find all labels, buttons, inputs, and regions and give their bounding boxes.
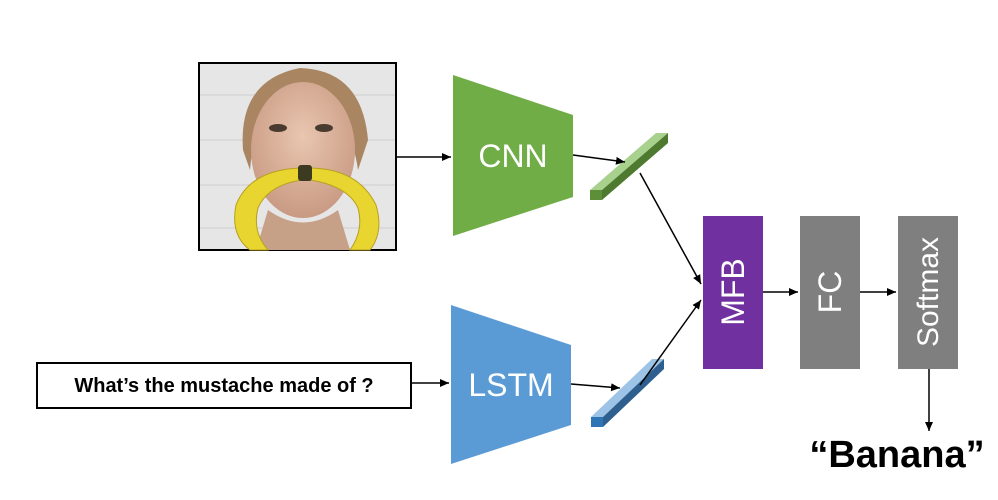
lstm-trapezoid — [451, 305, 571, 464]
softmax-module: Softmax — [898, 216, 958, 369]
fc-label: FC — [812, 271, 848, 314]
input-image — [198, 62, 397, 251]
mfb-label: MFB — [715, 258, 751, 326]
face-shape — [251, 82, 355, 218]
question-feature-vector — [591, 359, 664, 427]
cnn-label: CNN — [478, 138, 547, 174]
softmax-box — [898, 216, 958, 369]
banana-stems — [298, 165, 312, 181]
arrow-lstm-to-vector — [570, 383, 621, 392]
hair-shape — [242, 68, 368, 170]
arrow-cnn-to-vector — [572, 154, 626, 165]
banana-left — [234, 167, 303, 251]
cnn-module: CNN — [453, 75, 573, 236]
lstm-label: LSTM — [468, 367, 553, 403]
softmax-label: Softmax — [912, 237, 945, 347]
cnn-trapezoid — [453, 75, 573, 236]
mfb-box — [703, 216, 763, 369]
banana-right — [307, 167, 380, 251]
image-feature-vector — [590, 133, 668, 200]
lstm-module: LSTM — [451, 305, 571, 464]
mfb-module: MFB — [703, 216, 763, 369]
left-eye — [269, 124, 287, 132]
question-box: What’s the mustache made of ? — [36, 362, 412, 409]
answer-text: “Banana” — [809, 434, 984, 476]
arrow-question-vector-to-mfb — [639, 299, 702, 386]
neck-shape — [256, 210, 350, 250]
fc-box — [800, 216, 860, 369]
arrow-image-vector-to-mfb — [639, 172, 702, 285]
question-text: What’s the mustache made of ? — [74, 375, 373, 397]
connectors — [396, 153, 933, 431]
right-eye — [315, 124, 333, 132]
fc-module: FC — [800, 216, 860, 369]
